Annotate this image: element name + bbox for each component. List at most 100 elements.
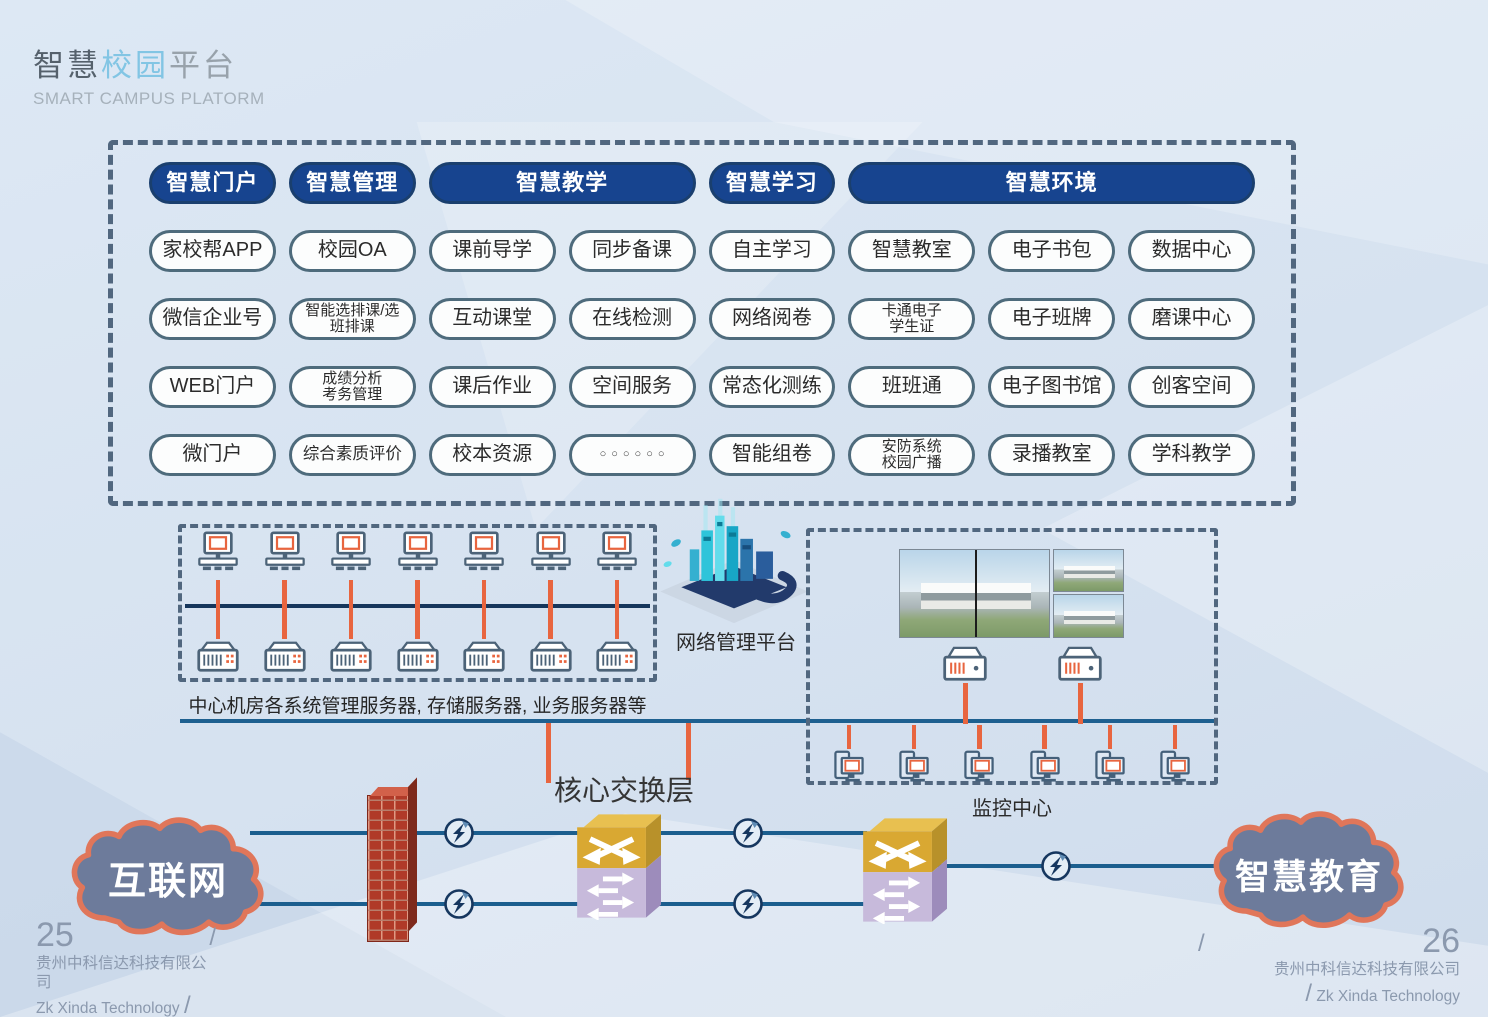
connector-line bbox=[215, 580, 221, 639]
module-pill: 综合素质评价 bbox=[288, 434, 416, 476]
connector-line bbox=[348, 580, 354, 639]
connector-line bbox=[481, 580, 487, 639]
server-icon bbox=[463, 641, 505, 672]
core-switch-icon bbox=[577, 814, 661, 920]
client-column bbox=[832, 725, 866, 787]
monitor-client-icon bbox=[1029, 750, 1060, 782]
server-node-column bbox=[593, 531, 641, 673]
server-node-column bbox=[327, 531, 375, 673]
module-pill: 班班通 bbox=[848, 366, 976, 408]
server-room-box bbox=[178, 524, 657, 682]
workstation-icon bbox=[264, 531, 305, 571]
module-pill: 安防系统 校园广播 bbox=[848, 434, 976, 476]
page-subtitle: SMART CAMPUS PLATORM bbox=[33, 89, 265, 108]
title-part: 平台 bbox=[169, 48, 237, 83]
module-pill: 微门户 bbox=[149, 434, 276, 476]
module-pill: 创客空间 bbox=[1128, 366, 1255, 408]
connector-line bbox=[911, 725, 917, 749]
module-pill-ellipsis: ○○○○○○ bbox=[568, 434, 696, 476]
module-pill: 数据中心 bbox=[1128, 230, 1255, 272]
module-pill: 卡通电子 学生证 bbox=[848, 298, 976, 340]
module-pill: 学科教学 bbox=[1128, 434, 1255, 476]
module-pill: 互动课堂 bbox=[428, 298, 556, 340]
module-pill: 录播教室 bbox=[988, 434, 1116, 476]
link-flash-icon bbox=[444, 818, 474, 848]
company-name-en: Zk Xinda Technology / bbox=[36, 992, 216, 1017]
page-number: 26 bbox=[1422, 922, 1460, 960]
dvr-icon bbox=[1058, 646, 1102, 681]
connector-line bbox=[686, 723, 691, 780]
server-node-column bbox=[394, 531, 442, 673]
module-pill: 智能组卷 bbox=[708, 434, 836, 476]
module-pill: 同步备课 bbox=[568, 230, 696, 272]
module-pill: 课前导学 bbox=[428, 230, 556, 272]
client-column bbox=[897, 725, 931, 787]
client-column bbox=[1028, 725, 1062, 787]
connector-line bbox=[977, 725, 982, 749]
server-icon bbox=[596, 641, 638, 672]
dvr-icon bbox=[943, 646, 987, 681]
cloud-shape bbox=[71, 817, 264, 936]
monitor-client-icon bbox=[899, 750, 929, 782]
connector-line bbox=[415, 580, 420, 639]
monitoring-center-box bbox=[806, 528, 1218, 785]
network-platform-label: 网络管理平台 bbox=[676, 632, 796, 654]
module-pill: 网络阅卷 bbox=[708, 298, 836, 340]
backbone-line bbox=[180, 719, 1214, 723]
server-node-column bbox=[527, 531, 575, 673]
connector-line bbox=[1078, 683, 1083, 724]
client-row bbox=[832, 725, 1192, 787]
connector-line bbox=[282, 580, 287, 639]
connector-line bbox=[1042, 725, 1047, 749]
monitor-client-icon bbox=[834, 750, 864, 782]
module-pill: 校园OA bbox=[288, 230, 416, 272]
module-pill: WEB门户 bbox=[149, 366, 276, 408]
server-node-column bbox=[460, 531, 508, 673]
module-pill: 智能选排课/选 班排课 bbox=[288, 298, 416, 340]
client-column bbox=[962, 725, 996, 787]
module-pill: 空间服务 bbox=[568, 366, 696, 408]
title-part: 校园 bbox=[101, 48, 169, 83]
server-icon bbox=[529, 641, 572, 672]
module-pill: 微信企业号 bbox=[149, 298, 276, 340]
footer-right: / 26 贵州中科信达科技有限公司 / Zk Xinda Technology bbox=[1198, 924, 1460, 1008]
server-node-column bbox=[261, 531, 309, 673]
company-name: 贵州中科信达科技有限公司 bbox=[1273, 961, 1460, 978]
page-title-block: 智慧校园平台 SMART CAMPUS PLATORM bbox=[33, 40, 265, 109]
video-wall-screen bbox=[1053, 594, 1124, 638]
category-pill: 智慧环境 bbox=[848, 162, 1255, 204]
connector-line bbox=[614, 580, 620, 639]
workstation-icon bbox=[198, 531, 238, 571]
server-node-column bbox=[194, 531, 242, 673]
slash-decoration: / bbox=[183, 992, 191, 1017]
monitor-client-icon bbox=[964, 750, 995, 782]
module-pill: 常态化测练 bbox=[708, 366, 836, 408]
firewall-icon bbox=[367, 795, 409, 942]
module-pill: 磨课中心 bbox=[1128, 298, 1255, 340]
server-room-caption: 中心机房各系统管理服务器, 存储服务器, 业务服务器等 bbox=[188, 696, 647, 717]
module-pill: 智慧教室 bbox=[848, 230, 976, 272]
connector-line bbox=[963, 683, 968, 724]
connector-line bbox=[1107, 725, 1112, 749]
company-name-en: / Zk Xinda Technology bbox=[1305, 979, 1460, 1007]
page-number: 25 bbox=[36, 916, 74, 954]
module-pill: 电子班牌 bbox=[988, 298, 1116, 340]
connector-line bbox=[546, 723, 551, 783]
link-flash-icon bbox=[733, 889, 763, 919]
cloud-label: 智慧教育 bbox=[1234, 857, 1383, 897]
connector-line bbox=[1172, 725, 1178, 749]
module-pill: 成绩分析 考务管理 bbox=[288, 366, 416, 408]
category-pill: 智慧门户 bbox=[149, 162, 276, 204]
module-pill: 电子书包 bbox=[988, 230, 1116, 272]
core-layer-label: 核心交换层 bbox=[553, 775, 694, 806]
building-photo bbox=[920, 583, 1032, 610]
module-pill: 课后作业 bbox=[428, 366, 556, 408]
video-wall-screen bbox=[1053, 549, 1124, 592]
workstation-icon bbox=[331, 531, 371, 571]
module-pill: 家校帮APP bbox=[149, 230, 276, 272]
server-icon bbox=[396, 641, 439, 672]
link-flash-icon bbox=[1041, 851, 1071, 881]
category-pill: 智慧学习 bbox=[708, 162, 836, 204]
platform-matrix: 智慧门户 智慧管理 智慧教学 智慧学习 智慧环境 家校帮APP 校园OA 课前导… bbox=[108, 140, 1296, 506]
network-link-line bbox=[938, 864, 1224, 868]
